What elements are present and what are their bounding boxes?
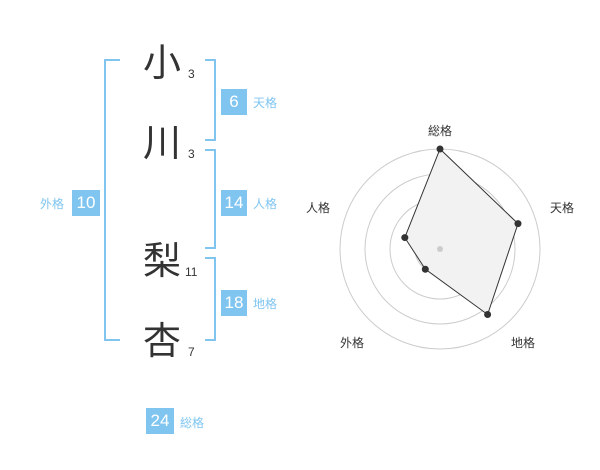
jinkaku-bracket [205, 149, 216, 249]
radar-point-4 [401, 234, 409, 242]
gaikaku-label: 外格 [40, 197, 65, 211]
radar-axis-label-jinkaku: 人格 [306, 201, 331, 215]
name-char-1: 小 [143, 41, 182, 85]
gaikaku-value: 10 [72, 190, 100, 216]
radar-axis-label-tenkaku: 天格 [550, 201, 575, 215]
stroke-count-2: 3 [188, 147, 195, 161]
name-char-3: 梨 [143, 239, 182, 283]
radar-axis-label-soukaku: 総格 [428, 124, 453, 138]
radar-polygon [404, 148, 519, 316]
chikaku-label: 地格 [253, 297, 278, 311]
radar-center-dot [437, 246, 443, 252]
name-char-2: 川 [143, 121, 182, 165]
radar-point-0 [436, 145, 444, 153]
stroke-count-3: 11 [185, 265, 198, 279]
soukaku-value: 24 [146, 408, 174, 434]
tenkaku-label: 天格 [253, 96, 278, 110]
radar-point-3 [421, 265, 429, 273]
gaikaku-bracket [104, 59, 120, 341]
radar-chart [339, 145, 541, 350]
radar-points [401, 145, 522, 319]
tenkaku-value: 6 [221, 89, 247, 115]
stroke-count-1: 3 [188, 67, 195, 81]
radar-axis-label-gaikaku: 外格 [340, 336, 365, 350]
chikaku-bracket [205, 257, 216, 341]
name-char-4: 杏 [143, 319, 182, 363]
radar-point-2 [484, 311, 492, 319]
jinkaku-value: 14 [221, 190, 247, 216]
radar-point-1 [514, 220, 522, 228]
stroke-count-4: 7 [188, 345, 195, 359]
jinkaku-label: 人格 [253, 197, 278, 211]
chikaku-value: 18 [221, 290, 247, 316]
soukaku-label: 総格 [180, 416, 205, 430]
radar-axis-label-chikaku: 地格 [511, 336, 536, 350]
tenkaku-bracket [205, 59, 216, 141]
